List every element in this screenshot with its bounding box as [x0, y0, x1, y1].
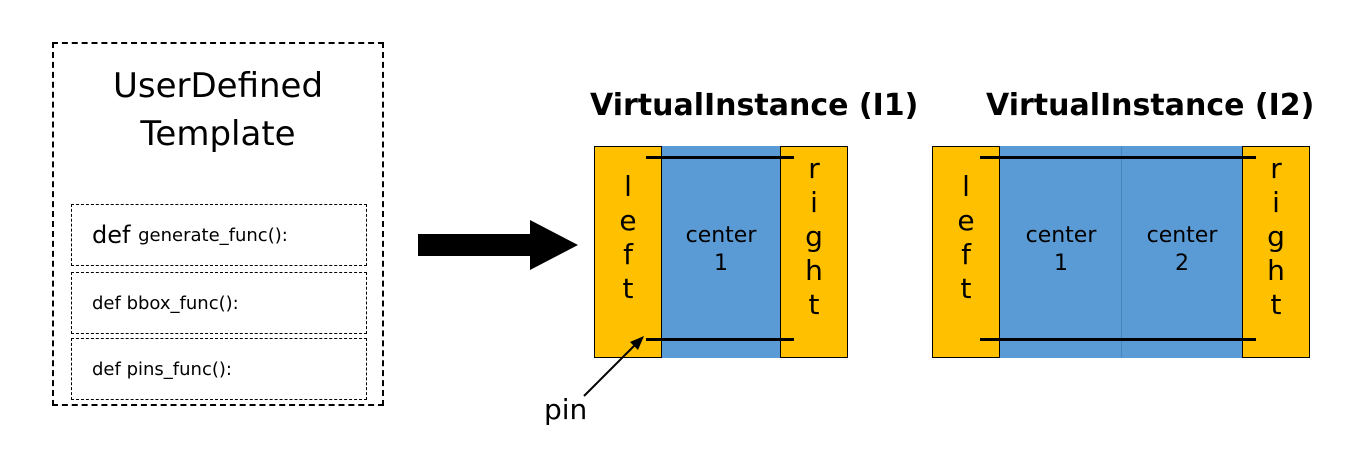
instance-2-right-label-char-1: i [1272, 186, 1280, 219]
pin-pointer-arrow-icon [583, 336, 644, 397]
instance-1-left-label-char-2: f [623, 238, 633, 271]
instance-2-center-2-label: center 2 [1122, 222, 1242, 278]
generate-func-name: generate_func(): [138, 224, 288, 246]
transform-arrow-icon [418, 220, 578, 270]
bbox-func-box: def bbox_func(): [71, 272, 367, 334]
generate-func-keyword: def [92, 221, 131, 249]
instance-2-center-2-word: center [1146, 223, 1218, 248]
generate-func-box: def generate_func(): [71, 204, 367, 266]
instance-2-left-label-char-1: e [957, 204, 975, 237]
instance-1-right-label-char-1: i [810, 186, 818, 219]
bbox-func-keyword: def [92, 292, 121, 314]
pin-label: pin [544, 393, 588, 426]
bbox-func-name: bbox_func(): [126, 292, 239, 314]
instance-2-left-label-char-2: f [961, 238, 971, 271]
instance-1-left-label-char-3: t [622, 272, 634, 305]
instance-2-title: VirtualInstance (I2) [986, 88, 1315, 123]
instance-2-top-pin [980, 156, 1256, 159]
instance-1-left-label-char-0: l [624, 170, 632, 203]
instance-2-left-label-char-3: t [960, 272, 972, 305]
instance-2-right-label-char-2: g [1267, 220, 1285, 253]
instance-2-left-block [932, 146, 1000, 358]
instance-2-bottom-pin [980, 338, 1256, 341]
template-box [52, 42, 384, 406]
template-title: UserDefined Template [52, 62, 384, 158]
instance-2-center-2-num: 2 [1175, 251, 1189, 276]
pins-func-name: pins_func(): [126, 358, 232, 380]
instance-2-center-block-1 [1000, 146, 1122, 358]
instance-1-right-label-char-4: t [808, 288, 820, 321]
pins-func-keyword: def [92, 358, 121, 380]
instance-1-right-label-char-3: h [805, 254, 823, 287]
instance-2-right-label-char-0: r [1270, 152, 1282, 185]
instance-2-center-1-label: center 1 [1000, 222, 1122, 278]
instance-1-right-block [780, 146, 848, 358]
instance-2-right-label-char-4: t [1270, 288, 1282, 321]
instance-1-right-label-char-0: r [808, 152, 820, 185]
instance-2-center-1-word: center [1025, 223, 1097, 248]
instance-1-right-label-char-2: g [805, 220, 823, 253]
pins-func-box: def pins_func(): [71, 338, 367, 400]
instance-2-left-label-char-0: l [962, 170, 970, 203]
instance-1-bottom-pin [646, 338, 794, 341]
instance-2-center-block-2 [1122, 146, 1242, 358]
instance-2-right-block [1242, 146, 1310, 358]
instance-2-center-1-num: 1 [1054, 251, 1068, 276]
instance-1-left-label-char-1: e [619, 204, 637, 237]
template-title-line2: Template [140, 114, 296, 154]
instance-2-right-label-char-3: h [1267, 254, 1285, 287]
instance-1-center-1-label: center 1 [662, 222, 780, 278]
template-title-line1: UserDefined [112, 66, 324, 106]
instance-1-top-pin [646, 156, 794, 159]
instance-1-center-block-1 [662, 146, 780, 358]
instance-1-left-block [594, 146, 662, 358]
instance-1-center-1-word: center [685, 223, 757, 248]
instance-1-center-1-num: 1 [714, 251, 728, 276]
instance-1-title: VirtualInstance (I1) [590, 88, 919, 123]
